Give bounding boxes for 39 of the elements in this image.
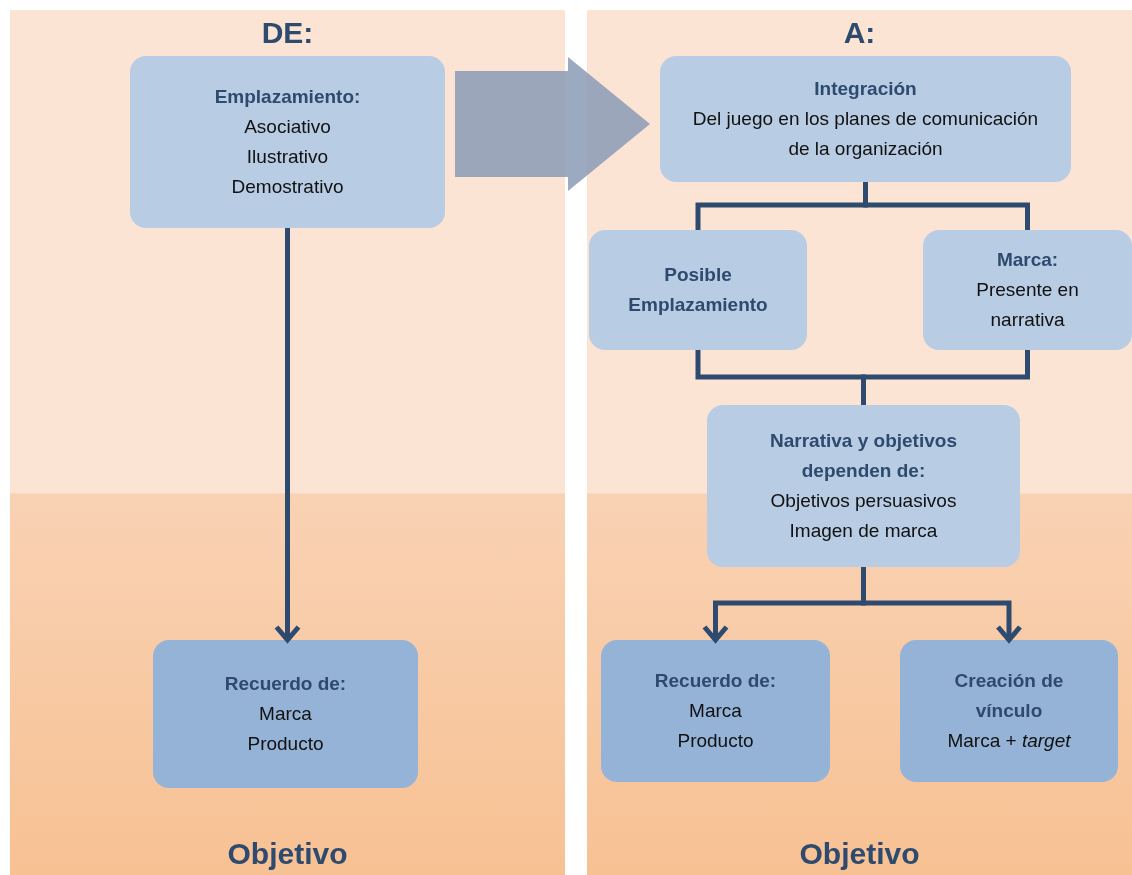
column-panel <box>10 10 565 875</box>
column-footer: Objetivo <box>799 837 920 871</box>
box-text: Ilustrativo <box>246 145 329 169</box>
box-heading: Recuerdo de: <box>654 669 777 693</box>
process-box <box>900 640 1118 782</box>
box-heading: Recuerdo de: <box>224 672 347 696</box>
box-heading: Creación de vínculo <box>953 669 1065 723</box>
process-box <box>153 640 418 788</box>
arrow <box>861 567 1023 643</box>
box-text: Marca <box>259 702 312 726</box>
box-heading: Emplazamiento: <box>214 85 361 109</box>
box-text: Asociativo <box>244 115 331 139</box>
box-text: Presente en narrativa <box>975 278 1080 332</box>
column-heading: A: <box>843 16 876 50</box>
process-box <box>707 405 1020 567</box>
process-box <box>660 56 1071 182</box>
connector-line <box>863 182 1030 230</box>
process-box <box>923 230 1132 350</box>
box-heading: Integración <box>814 77 917 101</box>
box-text: Producto <box>247 732 324 756</box>
process-box <box>601 640 830 782</box>
connector-line <box>861 350 1030 405</box>
box-heading: Marca: <box>996 248 1059 272</box>
box-heading: Posible Emplazamiento <box>627 263 769 317</box>
box-text: Demostrativo <box>231 175 344 199</box>
box-text: Marca + target <box>947 729 1071 753</box>
process-box <box>130 56 445 228</box>
box-text: Producto <box>677 729 754 753</box>
process-box <box>589 230 807 350</box>
box-text: Del juego en los planes de comunicación de la organización <box>691 107 1040 161</box>
column-heading: DE: <box>261 16 314 50</box>
box-text: Imagen de marca <box>789 519 938 543</box>
box-text: Marca <box>689 699 742 723</box>
column-footer: Objetivo <box>227 837 348 871</box>
box-text: Objetivos persuasivos <box>770 489 957 513</box>
column-panel <box>587 10 1132 875</box>
block-arrow <box>455 57 650 191</box>
arrow <box>274 228 301 643</box>
box-heading: Narrativa y objetivos dependen de: <box>769 429 958 483</box>
